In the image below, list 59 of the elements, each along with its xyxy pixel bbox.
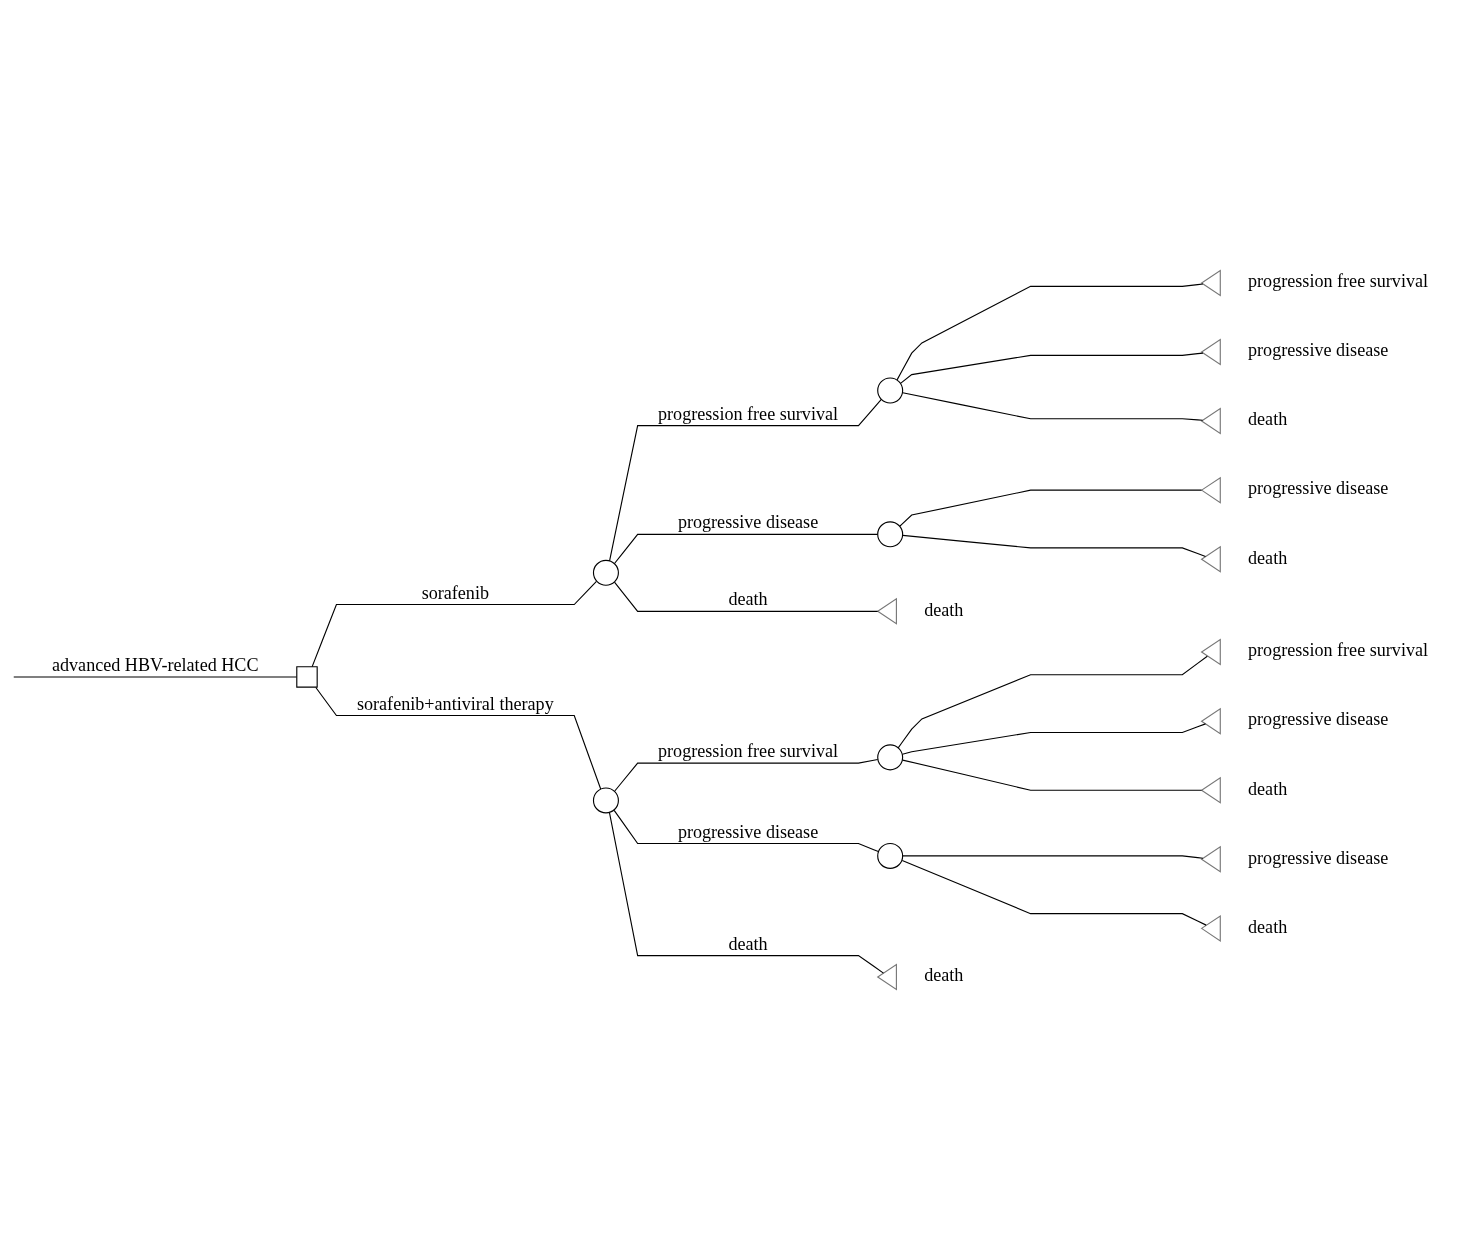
connector <box>902 759 1203 791</box>
connector <box>613 581 879 612</box>
node-triangle <box>1200 845 1221 873</box>
node-label: progression free survival <box>1248 270 1429 291</box>
edge-label: death <box>728 933 768 954</box>
connector <box>315 686 602 790</box>
node-circle <box>592 786 619 813</box>
node-triangle <box>1200 914 1221 942</box>
connector <box>609 398 882 561</box>
node-triangle <box>1200 545 1221 573</box>
node-label: death <box>1248 916 1288 937</box>
edge-label: progression free survival <box>658 740 839 761</box>
edge-label: progression free survival <box>658 403 839 424</box>
connector <box>902 391 1204 421</box>
connector <box>899 489 1203 527</box>
connector <box>613 809 879 852</box>
node-circle <box>877 743 904 770</box>
node-label: death <box>1248 408 1288 429</box>
node-circle <box>877 842 904 869</box>
node-label: progressive disease <box>1248 708 1389 729</box>
node-triangle <box>1200 638 1221 666</box>
node-label: progressive disease <box>1248 847 1389 868</box>
connector <box>901 859 1207 926</box>
edge-label: progressive disease <box>677 821 819 842</box>
edge-label: sorafenib+antiviral therapy <box>356 693 554 714</box>
edge-label: death <box>728 588 768 609</box>
connector <box>608 811 884 974</box>
connector <box>896 282 1204 380</box>
connector <box>614 758 879 792</box>
node-label: death <box>924 964 964 985</box>
node-triangle <box>876 597 897 625</box>
connector <box>311 580 597 667</box>
connector <box>902 854 1204 859</box>
node-circle <box>592 559 619 586</box>
node-circle <box>877 520 904 547</box>
node-circle <box>877 376 904 403</box>
node-box <box>296 665 318 688</box>
connector <box>902 534 1207 557</box>
node-label: progressive disease <box>1248 339 1389 360</box>
node-label: progressive disease <box>1248 477 1389 498</box>
node-triangle <box>1200 337 1221 365</box>
node-label: progression free survival <box>1248 639 1429 660</box>
edge-label: advanced HBV-related HCC <box>51 654 259 675</box>
node-triangle <box>1200 776 1221 804</box>
node-triangle <box>1200 268 1221 296</box>
node-label: death <box>1248 547 1288 568</box>
node-triangle <box>1200 707 1221 735</box>
connector <box>13 675 298 678</box>
connector <box>897 655 1208 748</box>
node-label: death <box>1248 778 1288 799</box>
node-triangle <box>876 963 897 991</box>
edge-label: progressive disease <box>677 511 819 532</box>
edge-label: sorafenib <box>421 582 490 603</box>
node-label: death <box>924 599 964 620</box>
connector <box>613 533 879 564</box>
node-triangle <box>1200 407 1221 435</box>
connector <box>901 722 1207 755</box>
connector <box>900 352 1204 384</box>
node-triangle <box>1200 476 1221 504</box>
